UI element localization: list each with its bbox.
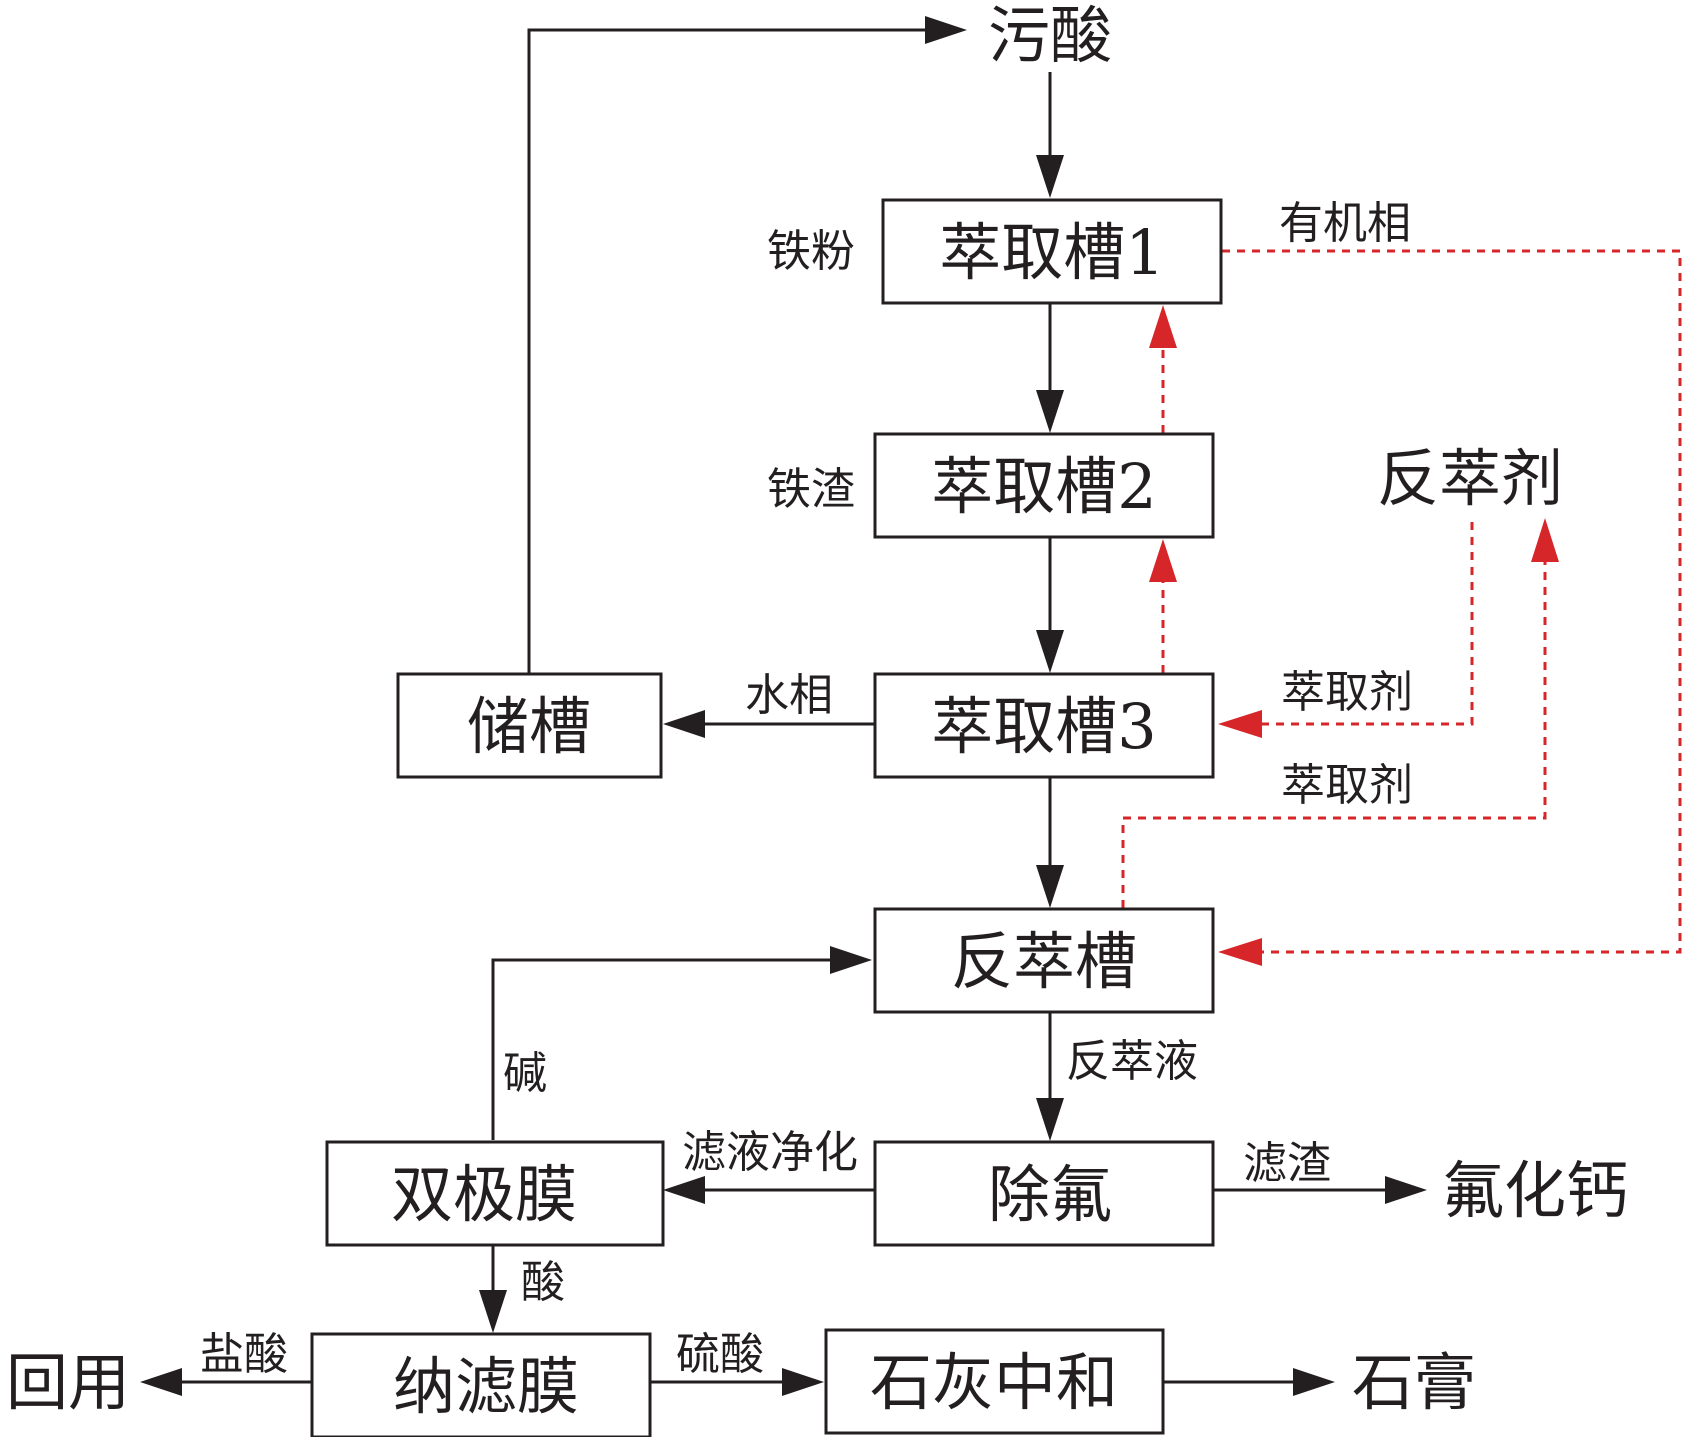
iron-powder-label: 铁粉 — [767, 226, 855, 277]
extractant-line-2 — [1121, 562, 1547, 908]
waste-acid-label: 污酸 — [988, 0, 1112, 72]
arrow-extractant-to-tank3 — [1218, 710, 1262, 738]
arrow-up-to-tank2 — [1149, 539, 1177, 582]
tank2-label: 萃取槽2 — [931, 450, 1156, 523]
lime-box — [824, 1328, 1165, 1435]
arrow-to-strip-tank — [1036, 865, 1064, 908]
arrow-up-to-strip-agent — [1531, 518, 1559, 562]
arrow-to-lime — [782, 1368, 824, 1396]
tank3-box — [873, 672, 1215, 779]
calcium-fluoride-label: 氟化钙 — [1442, 1154, 1628, 1227]
bipolar-label: 双极膜 — [391, 1158, 577, 1231]
arrow-to-waste-acid — [925, 16, 967, 44]
strip-tank-label: 反萃槽 — [951, 925, 1137, 998]
strip-agent-label: 反萃剂 — [1377, 442, 1563, 515]
defluor-box — [873, 1140, 1215, 1247]
acid-label: 酸 — [521, 1257, 565, 1308]
arrow-to-reuse — [140, 1368, 182, 1396]
process-boxes — [310, 198, 1223, 1437]
tank2-box — [873, 432, 1215, 539]
box-labels: 萃取槽1 萃取槽2 萃取槽3 储槽 反萃槽 除氟 双极膜 纳滤膜 石灰中和 — [391, 216, 1165, 1423]
arrow-organic-to-strip — [1218, 938, 1262, 966]
lime-label: 石灰中和 — [870, 1346, 1118, 1419]
strip-tank-box — [873, 907, 1215, 1014]
alkali-label: 碱 — [503, 1048, 547, 1099]
storage-label: 储槽 — [467, 690, 591, 763]
alkali-line — [491, 958, 830, 1140]
organic-phase-label: 有机相 — [1279, 198, 1411, 249]
filtrate-purify-label: 滤液净化 — [682, 1127, 858, 1178]
arrow-to-tank2 — [1036, 390, 1064, 433]
recycle-line — [527, 28, 925, 673]
arrow-to-gypsum — [1293, 1368, 1335, 1396]
strip-liquor-label: 反萃液 — [1066, 1036, 1198, 1087]
arrow-to-defluor — [1036, 1098, 1064, 1141]
storage-box — [396, 672, 663, 779]
tank1-label: 萃取槽1 — [939, 216, 1164, 289]
organic-phase-line — [1222, 249, 1682, 954]
bipolar-box — [325, 1140, 665, 1247]
arrow-to-tank3 — [1036, 630, 1064, 673]
flow-annotations: 铁粉 铁渣 有机相 水相 萃取剂 萃取剂 反萃液 滤液净化 滤渣 碱 酸 盐酸 … — [200, 198, 1413, 1380]
arrow-to-bipolar — [663, 1176, 705, 1204]
nanofilter-label: 纳滤膜 — [393, 1350, 579, 1423]
solid-flow-lines — [140, 16, 1427, 1396]
organic-phase-lines — [1121, 249, 1682, 966]
filter-residue-label: 滤渣 — [1243, 1138, 1331, 1189]
reuse-label: 回用 — [6, 1346, 130, 1419]
sulfuric-acid-label: 硫酸 — [676, 1329, 764, 1380]
defluor-label: 除氟 — [988, 1158, 1112, 1231]
hydrochloric-acid-label: 盐酸 — [200, 1329, 288, 1380]
arrow-alkali-to-strip — [830, 946, 872, 974]
arrow-to-nanofilter — [479, 1290, 507, 1333]
endpoint-labels: 污酸 反萃剂 氟化钙 石膏 回用 — [6, 0, 1628, 1419]
iron-slag-label: 铁渣 — [767, 464, 855, 515]
extractant-label-1: 萃取剂 — [1281, 667, 1413, 718]
aqueous-phase-label: 水相 — [745, 670, 833, 721]
tank1-box — [881, 198, 1223, 305]
extractant-label-2: 萃取剂 — [1281, 760, 1413, 811]
extractant-line-1 — [1262, 522, 1474, 726]
tank3-label: 萃取槽3 — [931, 690, 1156, 763]
arrow-up-to-tank1 — [1149, 305, 1177, 348]
arrow-to-caf2 — [1385, 1176, 1427, 1204]
gypsum-label: 石膏 — [1352, 1346, 1476, 1419]
arrow-to-tank1 — [1036, 155, 1064, 198]
arrow-to-storage — [663, 710, 705, 738]
nanofilter-box — [310, 1332, 652, 1437]
